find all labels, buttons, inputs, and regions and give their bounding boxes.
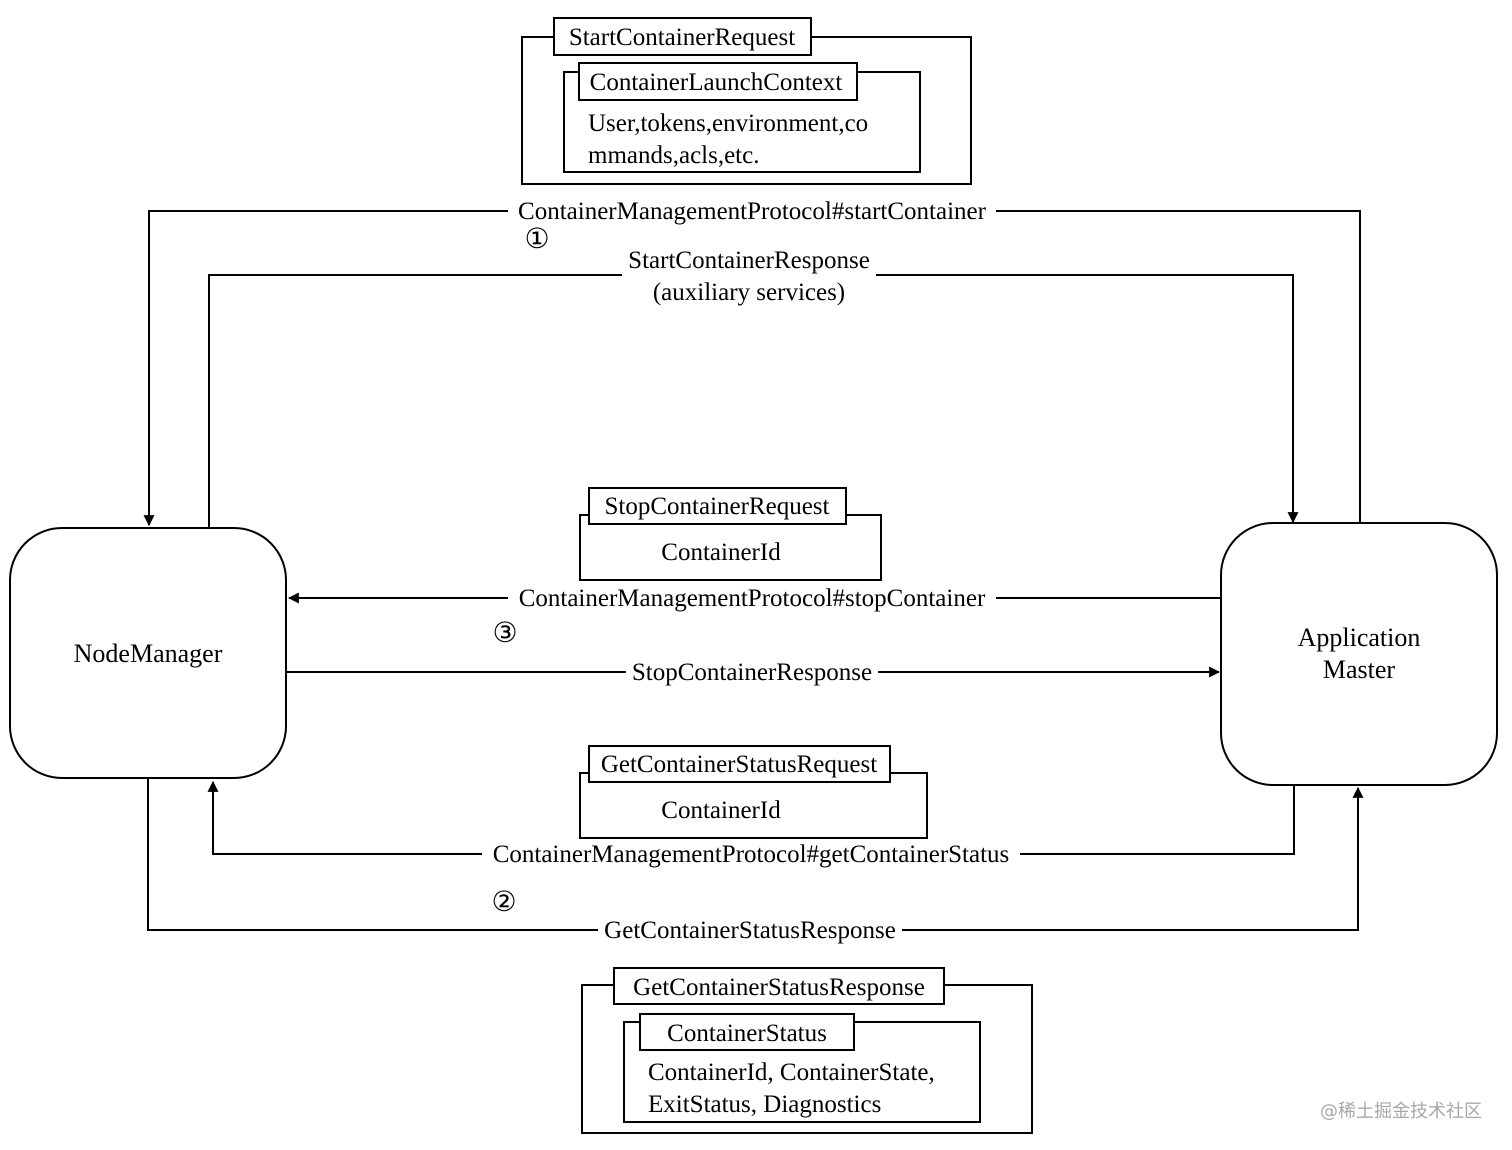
get-status-call-line-left	[207, 780, 482, 855]
get-status-request-title-tab	[588, 745, 891, 783]
stop-request-title-tab	[588, 487, 847, 525]
step-2-marker: ②	[491, 887, 516, 918]
stop-container-call-arrow: ContainerManagementProtocol#stopContaine…	[287, 585, 1221, 649]
get-status-call-label: ContainerManagementProtocol#getContainer…	[493, 841, 1010, 868]
get-status-call-line-right	[1020, 786, 1295, 855]
stop-container-request-box: StopContainerRequest ContainerId	[579, 487, 882, 581]
get-status-request-box: GetContainerStatusRequest ContainerId	[579, 745, 928, 839]
launch-context-title-tab	[578, 62, 858, 101]
application-master-label-line-2: Master	[1323, 655, 1396, 684]
get-status-response-arrow: GetContainerStatusResponse	[147, 779, 1364, 944]
get-status-request-title: GetContainerStatusRequest	[601, 751, 877, 778]
node-manager-box	[9, 527, 287, 779]
stop-container-response-arrow: StopContainerResponse	[287, 659, 1221, 686]
application-master-box	[1220, 522, 1498, 786]
get-status-response-box: GetContainerStatusResponse ContainerStat…	[581, 967, 1033, 1134]
get-status-response-line-left	[147, 779, 598, 931]
node-manager-label: NodeManager	[74, 639, 223, 668]
get-status-response-label: GetContainerStatusResponse	[604, 917, 896, 944]
container-status-title: ContainerStatus	[667, 1020, 827, 1047]
start-container-response-arrow: StartContainerResponse (auxiliary servic…	[208, 247, 1299, 527]
watermark-text: @稀土掘金技术社区	[1320, 1101, 1482, 1122]
get-status-request-field: ContainerId	[661, 797, 781, 824]
stop-call-label: ContainerManagementProtocol#stopContaine…	[519, 585, 986, 612]
start-response-label: StartContainerResponse	[628, 247, 870, 274]
get-status-call-arrow: ContainerManagementProtocol#getContainer…	[207, 780, 1295, 918]
start-response-subtitle: (auxiliary services)	[653, 279, 845, 306]
launch-context-title: ContainerLaunchContext	[590, 69, 843, 96]
stop-request-frame	[579, 514, 882, 581]
node-manager-node: NodeManager	[9, 527, 287, 779]
application-master-node: Application Master	[1220, 522, 1498, 786]
get-status-response-line-right	[902, 786, 1364, 931]
start-response-line-right	[876, 274, 1299, 524]
container-status-line-1: ContainerId, ContainerState,	[648, 1059, 935, 1086]
start-call-line-right	[996, 210, 1361, 522]
container-status-line-2: ExitStatus, Diagnostics	[648, 1091, 881, 1118]
status-response-title-tab	[613, 967, 945, 1005]
step-1-marker: ①	[524, 224, 549, 255]
start-request-title-tab	[553, 17, 812, 56]
step-3-marker: ③	[492, 618, 517, 649]
start-container-request-box: StartContainerRequest ContainerLaunchCon…	[521, 17, 972, 185]
application-master-label-line-1: Application	[1298, 623, 1421, 652]
launch-context-line-1: User,tokens,environment,co	[588, 110, 868, 137]
start-request-title: StartContainerRequest	[569, 24, 795, 51]
stop-request-field: ContainerId	[661, 539, 781, 566]
start-response-line-left	[208, 274, 622, 527]
get-status-request-frame	[579, 772, 928, 839]
start-container-call-arrow: ContainerManagementProtocol#startContain…	[143, 198, 1361, 527]
stop-request-title: StopContainerRequest	[605, 493, 830, 520]
stop-response-label: StopContainerResponse	[632, 659, 872, 686]
launch-context-line-2: mmands,acls,etc.	[588, 142, 759, 169]
status-response-title: GetContainerStatusResponse	[633, 974, 925, 1001]
start-call-label: ContainerManagementProtocol#startContain…	[518, 198, 987, 225]
container-status-title-tab	[639, 1013, 855, 1051]
start-call-line-left	[143, 210, 508, 527]
